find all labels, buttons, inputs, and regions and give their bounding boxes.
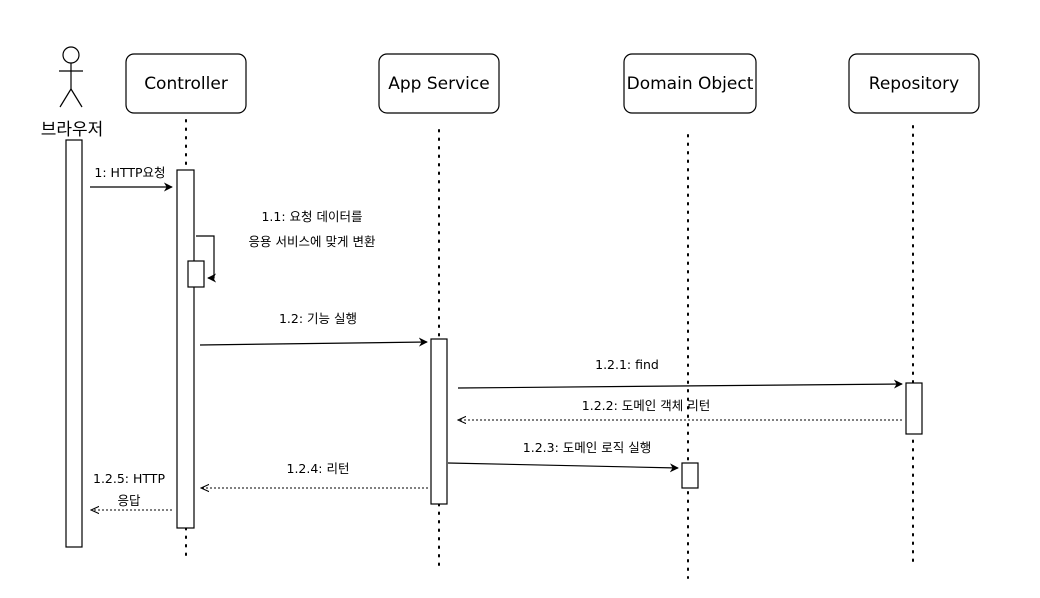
message-label-1-2-1: 1.2.1: find [595, 357, 659, 372]
activation-browser [65, 139, 83, 548]
message-label-1-2-3: 1.2.3: 도메인 로직 실행 [523, 440, 651, 455]
message-label-1-2-4: 1.2.4: 리턴 [287, 461, 350, 476]
message-label-1-2: 1.2: 기능 실행 [279, 311, 357, 326]
lifeline-head-controller: Controller [125, 53, 247, 114]
activation-repository [905, 382, 923, 435]
controller-title: Controller [144, 74, 228, 94]
app-service-title: App Service [388, 74, 489, 94]
activation-controller [176, 169, 195, 529]
activation-domain-object [681, 462, 699, 489]
message-arrow-1-2-1 [457, 379, 903, 389]
message-label-1-2-5-line1: 1.2.5: HTTP [93, 471, 165, 486]
lifeline-head-domain-object: Domain Object [623, 53, 757, 114]
activation-app-service [430, 338, 448, 505]
message-label-1-1-line1: 1.1: 요청 데이터를 [261, 209, 362, 224]
message-label-1-1-line2: 응용 서비스에 맞게 변환 [249, 234, 376, 249]
actor-label: 브라우저 [41, 120, 104, 140]
lifeline-head-app-service: App Service [378, 53, 500, 114]
lifeline-head-repository: Repository [848, 53, 980, 114]
actor-browser [59, 46, 83, 108]
message-arrow-1-2-3 [447, 462, 679, 473]
message-arrow-1-1 [196, 235, 217, 283]
message-label-1-2-5-line2: 응답 [117, 493, 141, 508]
domain-object-title: Domain Object [627, 74, 754, 94]
message-arrow-1-2 [199, 337, 428, 347]
actor-head-icon [62, 46, 80, 64]
message-label-1-2-2: 1.2.2: 도메인 객체 리턴 [582, 398, 710, 413]
message-label-1: 1: HTTP요청 [94, 165, 165, 180]
activation-controller-self [187, 260, 205, 288]
repository-title: Repository [869, 74, 959, 94]
